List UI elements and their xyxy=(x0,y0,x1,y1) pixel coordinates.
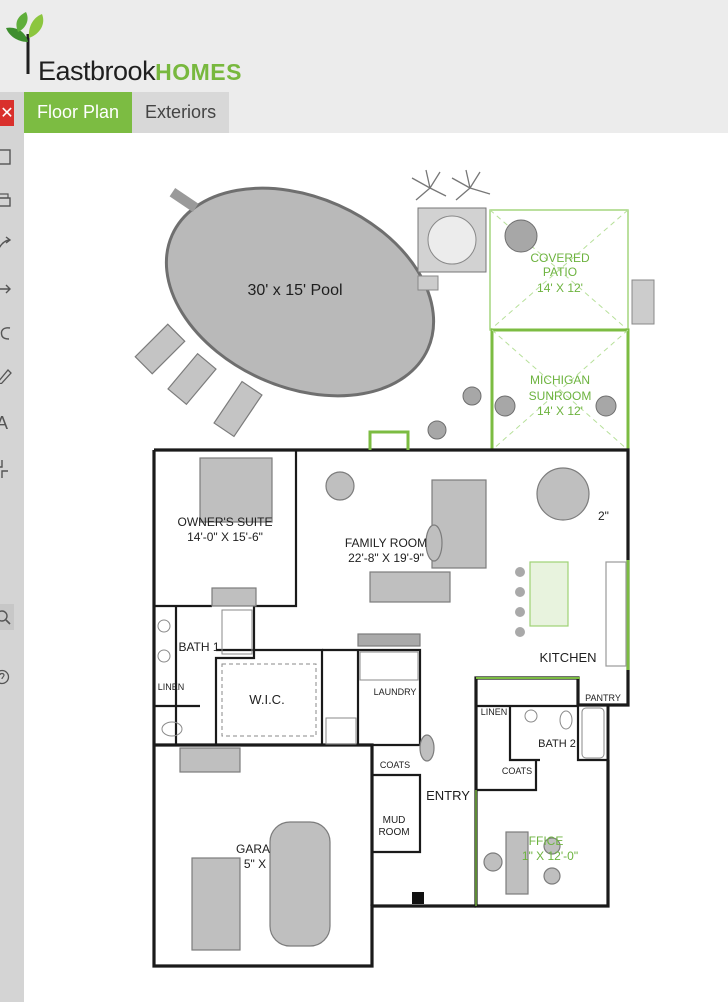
mud-room-label: MUD xyxy=(383,815,406,826)
entry-table xyxy=(419,734,435,762)
family-room-label: FAMILY ROOM xyxy=(345,536,427,550)
garage-dims: 5" X xyxy=(244,857,266,871)
interior-walls xyxy=(154,450,608,854)
coats2-label: COATS xyxy=(502,766,532,776)
office-chair xyxy=(483,852,503,872)
eastbrook-logo[interactable]: EastbrookHOMES xyxy=(4,12,264,86)
sunroom-label: MICHIGAN xyxy=(530,373,590,387)
tool-sidebar: ✕ A xyxy=(0,92,24,1002)
car xyxy=(269,821,331,947)
garage-label: GARA xyxy=(236,842,270,856)
office-chair xyxy=(543,867,561,885)
pool[interactable] xyxy=(133,148,466,435)
kitchen-counter xyxy=(605,561,627,667)
patio-table xyxy=(504,219,538,253)
garage-shelf xyxy=(179,747,241,773)
truck xyxy=(191,857,241,951)
outdoor-chair xyxy=(427,420,447,440)
print-icon[interactable] xyxy=(0,188,14,214)
tab-exteriors[interactable]: Exteriors xyxy=(132,92,230,133)
family-room-dims: 22'-8" X 19'-9" xyxy=(348,551,424,565)
save-icon[interactable] xyxy=(0,144,14,170)
covered-patio-dims: 14' X 12' xyxy=(537,281,583,295)
sunroom-dims: 14' X 12' xyxy=(537,404,583,418)
outdoor-chair xyxy=(462,386,482,406)
linen2-label: LINEN xyxy=(481,707,508,717)
laundry-label: LAUNDRY xyxy=(374,687,417,697)
armchair xyxy=(325,471,355,501)
lounge-chair xyxy=(167,352,217,406)
pantry-label: PANTRY xyxy=(585,693,621,703)
sunroom-label: SUNROOM xyxy=(529,389,592,403)
owners-suite-dims: 14'-0" X 15'-6" xyxy=(187,530,263,544)
tab-floor-plan[interactable]: Floor Plan xyxy=(24,92,133,133)
resize-icon[interactable] xyxy=(0,456,14,482)
text-icon[interactable]: A xyxy=(0,412,9,433)
entry-label: ENTRY xyxy=(426,788,470,803)
owners-suite-label: OWNER'S SUITE xyxy=(178,515,273,529)
dining-dims: 2" xyxy=(598,509,609,523)
bed xyxy=(199,457,273,523)
washer-dryer xyxy=(359,651,419,681)
dining-table[interactable] xyxy=(536,467,590,521)
pool-ladder xyxy=(169,188,199,212)
tree-leaf-icon xyxy=(6,12,44,74)
close-icon[interactable]: ✕ xyxy=(0,100,14,126)
dresser xyxy=(211,587,257,607)
coffee-table xyxy=(425,524,443,562)
office-chair xyxy=(543,837,561,855)
lounge-chair xyxy=(213,380,263,438)
office-label: FFICE xyxy=(529,834,564,848)
undo-icon[interactable] xyxy=(0,320,14,346)
coats1-label: COATS xyxy=(380,760,410,770)
sunroom-chair xyxy=(595,395,617,417)
office-dims: 1" X 12'-0" xyxy=(522,849,578,863)
shelf xyxy=(357,633,421,647)
pencil-icon[interactable] xyxy=(0,362,14,388)
app-header: EastbrookHOMES xyxy=(0,0,728,92)
share-icon[interactable] xyxy=(0,232,14,258)
bath2-label: BATH 2 xyxy=(538,738,576,750)
view-tabs: Floor Plan Exteriors xyxy=(24,92,230,133)
lounge-chair xyxy=(134,323,186,375)
grill xyxy=(631,279,655,325)
mechanical-unit xyxy=(412,892,424,904)
floor-plan-drawing: 30' x 15' Pool OWNER'S SUITE 14'-0" X 15… xyxy=(133,148,655,968)
closet-rods xyxy=(221,663,317,737)
kitchen-label: KITCHEN xyxy=(539,650,596,665)
covered-patio-label: PATIO xyxy=(543,265,577,279)
shower xyxy=(221,609,253,655)
sofa xyxy=(369,571,451,603)
brand-name: EastbrookHOMES xyxy=(38,56,242,86)
zoom-icon[interactable] xyxy=(0,604,14,630)
floor-plan-canvas[interactable]: 30' x 15' Pool OWNER'S SUITE 14'-0" X 15… xyxy=(24,133,728,1002)
mud-room-label: ROOM xyxy=(378,827,409,838)
arrow-icon[interactable] xyxy=(0,276,14,302)
sunroom-chair xyxy=(494,395,516,417)
covered-patio-label: COVERED xyxy=(530,251,590,265)
bath1-label: BATH 1 xyxy=(178,640,219,654)
linen1-label: LINEN xyxy=(158,682,185,692)
potted-plant-icon xyxy=(411,169,491,201)
office-desk xyxy=(505,831,529,895)
pool-label: 30' x 15' Pool xyxy=(247,282,342,299)
help-icon[interactable] xyxy=(0,664,14,690)
wic-label: W.I.C. xyxy=(249,692,284,707)
bathtub xyxy=(581,707,605,759)
utility-sink xyxy=(325,717,357,745)
kitchen-island xyxy=(529,561,569,627)
